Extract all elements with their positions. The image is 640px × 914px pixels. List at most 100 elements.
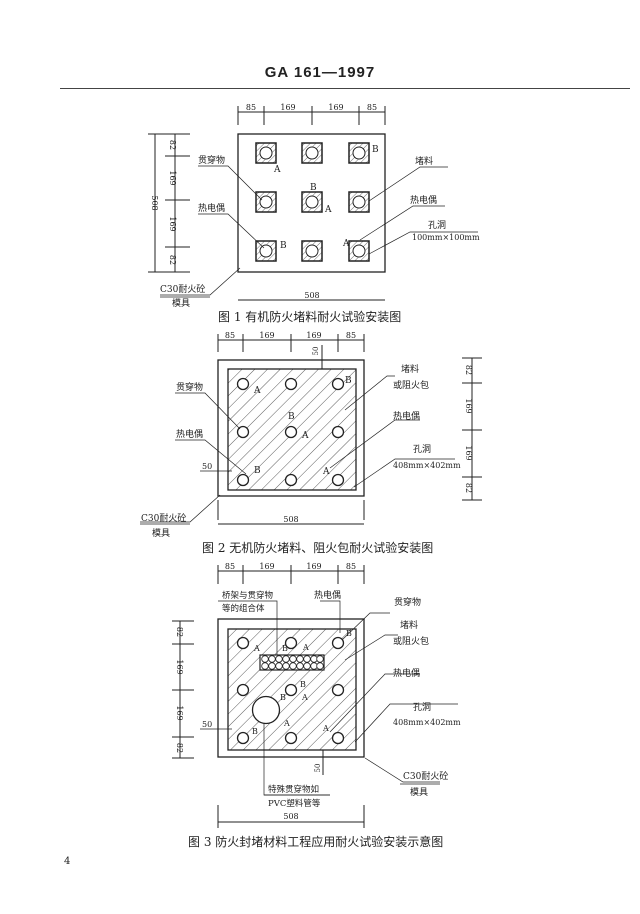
point-b: B [280, 241, 287, 251]
cable-tray [259, 654, 325, 671]
leader-lines [160, 165, 478, 298]
top-dimension [217, 565, 365, 584]
dim-169: 169 [306, 562, 321, 571]
label-sealant: 堵料 [400, 619, 418, 631]
label-mold: 模具 [152, 528, 170, 539]
dim-50: 50 [312, 347, 320, 356]
point-b: B [288, 412, 295, 422]
dim-169: 169 [175, 659, 184, 674]
dim-508: 508 [304, 291, 319, 300]
label-thermocouple: 热电偶 [314, 589, 341, 601]
header-rule [60, 88, 630, 89]
dim-169: 169 [259, 331, 274, 340]
figure-1 [148, 106, 478, 301]
dim-508: 508 [283, 812, 298, 821]
point-a: A [302, 643, 309, 652]
point-b: B [300, 680, 306, 689]
point-b: B [346, 629, 352, 638]
figure-1-caption: 图 1 有机防火堵料耐火试验安装图 [218, 309, 401, 324]
label-penetrant: 贯穿物 [394, 596, 421, 608]
dim-169: 169 [280, 103, 295, 112]
document-header: GA 161—1997 [264, 64, 376, 81]
label-thermocouple: 热电偶 [410, 194, 437, 206]
point-a: A [301, 693, 308, 702]
label-or-bag: 或阻火包 [393, 379, 429, 391]
label-or-bag: 或阻火包 [393, 635, 429, 647]
dim-82: 82 [175, 627, 184, 637]
dim-82: 82 [168, 140, 177, 150]
dim-508: 508 [283, 515, 298, 524]
leader-lines [200, 600, 458, 796]
point-a: A [322, 724, 329, 733]
left-dimension [148, 133, 190, 273]
top-dimension [217, 334, 365, 352]
dim-85: 85 [225, 562, 235, 571]
label-hole: 孔洞 [428, 220, 446, 231]
mold-outline [237, 133, 386, 273]
label-special-penetrant: 特殊贯穿物如 [268, 784, 319, 795]
dim-82: 82 [464, 365, 473, 375]
penetrants [236, 377, 345, 487]
label-penetrant: 贯穿物 [176, 381, 203, 393]
point-b: B [345, 376, 352, 386]
label-thermocouple: 热电偶 [176, 428, 203, 440]
dim-169: 169 [168, 170, 177, 185]
label-sealant: 堵料 [401, 363, 419, 375]
label-mold: C30耐火砼 [403, 770, 448, 782]
point-b: B [252, 727, 258, 736]
dim-85: 85 [246, 103, 256, 112]
mold-outline [217, 359, 365, 497]
label-mold: C30耐火砼 [141, 512, 186, 524]
dim-169: 169 [464, 445, 473, 460]
dim-85: 85 [367, 103, 377, 112]
dim-85: 85 [346, 331, 356, 340]
dim-50: 50 [202, 720, 212, 729]
figure-3 [172, 565, 458, 828]
point-a: A [253, 644, 260, 653]
dim-85: 85 [225, 331, 235, 340]
label-thermocouple: 热电偶 [198, 202, 225, 214]
dim-82: 82 [175, 743, 184, 753]
label-thermocouple: 热电偶 [393, 410, 420, 422]
point-b: B [280, 693, 286, 702]
dim-50: 50 [314, 764, 322, 773]
label-hole-size: 100mm×100mm [412, 233, 480, 242]
penetrant-boxes [255, 142, 370, 262]
dim-508: 508 [150, 195, 159, 210]
dim-82: 82 [168, 255, 177, 265]
point-b: B [310, 183, 317, 193]
mold-outline [217, 618, 365, 758]
dim-169: 169 [306, 331, 321, 340]
page-number: 4 [64, 856, 71, 867]
point-b: B [282, 644, 288, 653]
leader-lines [140, 375, 455, 525]
figure-2 [140, 334, 482, 525]
label-sealant: 堵料 [415, 155, 433, 167]
point-a: A [253, 386, 261, 396]
figure-2-caption: 图 2 无机防火堵料、阻火包耐火试验安装图 [202, 540, 433, 555]
label-mold: C30耐火砼 [160, 283, 205, 295]
label-hole: 孔洞 [413, 702, 431, 713]
label-thermocouple: 热电偶 [393, 667, 420, 679]
dim-169: 169 [175, 705, 184, 720]
dim-85: 85 [346, 562, 356, 571]
penetrants [236, 636, 345, 745]
dim-82: 82 [464, 483, 473, 493]
left-dimension [172, 620, 194, 759]
label-hole-size: 408mm×402mm [393, 718, 461, 727]
point-a: A [283, 719, 290, 728]
point-b: B [254, 466, 261, 476]
label-penetrant: 贯穿物 [198, 154, 225, 166]
label-tray-assembly: 桥架与贯穿物 [222, 590, 274, 601]
label-mold: 模具 [410, 787, 428, 798]
dim-169: 169 [328, 103, 343, 112]
dim-169: 169 [259, 562, 274, 571]
figure-3-caption: 图 3 防火封堵材料工程应用耐火试验安装示意图 [188, 834, 443, 849]
label-special-penetrant: PVC塑料管等 [268, 798, 321, 809]
point-a: A [324, 205, 332, 215]
dim-169: 169 [168, 216, 177, 231]
point-a: A [342, 239, 350, 249]
point-a: A [273, 165, 281, 175]
label-tray-assembly: 等的组合体 [222, 603, 265, 614]
